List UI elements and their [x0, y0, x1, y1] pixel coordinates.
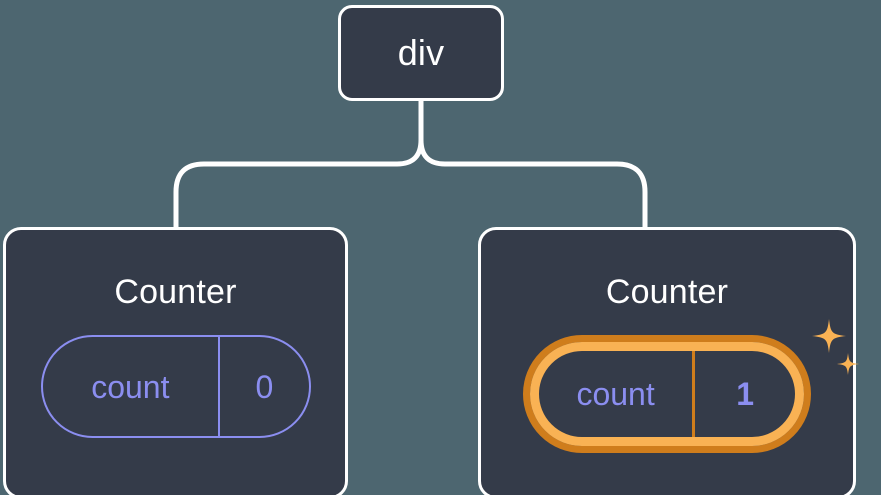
- sparkle-large-icon: [812, 319, 846, 353]
- state-value-left: 0: [255, 368, 274, 405]
- node-counter-left[interactable]: Counter count 0: [3, 227, 348, 495]
- node-root-title: div: [397, 32, 445, 73]
- node-root-div[interactable]: div: [338, 5, 504, 101]
- state-pill-wrap-right: count 1: [523, 319, 859, 453]
- node-counter-right[interactable]: Counter count 1: [478, 227, 859, 495]
- state-pill-wrap-left: count 0: [40, 335, 311, 438]
- state-key-right: count: [539, 351, 696, 437]
- state-key-left: count: [43, 337, 221, 436]
- node-counter-left-title: Counter: [114, 273, 237, 311]
- state-pill-right: count 1: [530, 342, 804, 446]
- node-counter-right-title: Counter: [605, 273, 729, 311]
- state-value-right: 1: [736, 376, 754, 412]
- sparkle-small-icon: [837, 353, 859, 375]
- connector-to-left-child: [173, 137, 424, 230]
- state-pill-left[interactable]: count 0: [40, 335, 311, 438]
- state-pill-right-highlight[interactable]: count 1: [523, 335, 811, 453]
- connector-to-right-child: [418, 137, 648, 230]
